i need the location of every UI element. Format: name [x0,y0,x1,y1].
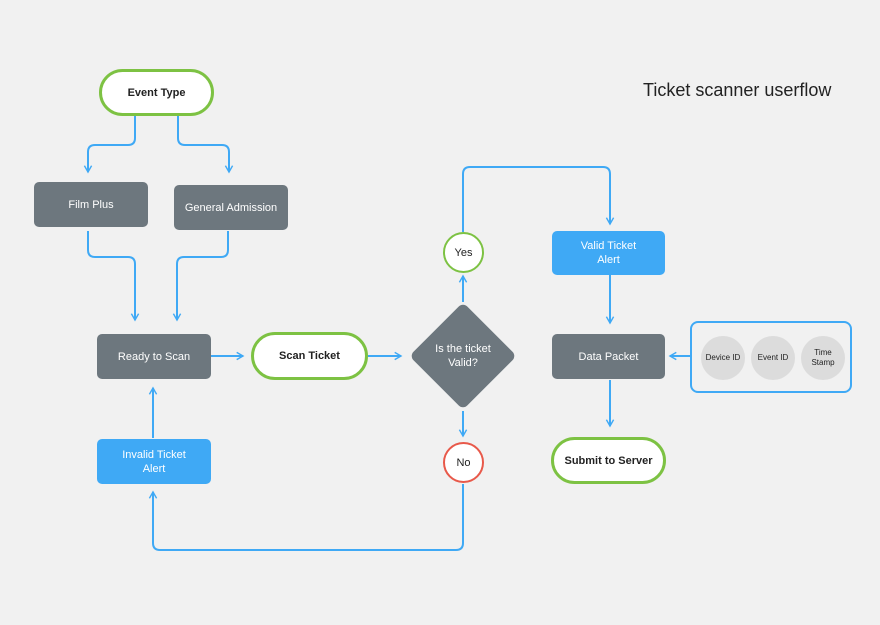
diagram-title: Ticket scanner userflow [643,80,832,100]
submit-to-server-node: Submit to Server [551,437,666,484]
connector-no-to-invalid [148,484,464,551]
yes-node: Yes [443,232,484,273]
device-id-chip: Device ID [701,336,745,380]
scan-ticket-node: Scan Ticket [251,332,368,380]
general-admission-node: General Admission [174,185,288,230]
ticket-valid-decision: Is the ticket Valid? [409,302,517,410]
event-id-chip: Event ID [751,336,795,380]
invalid-ticket-alert-node: Invalid Ticket Alert [97,439,211,484]
connector-general-to-ready [172,231,229,322]
connector-film-to-ready [87,231,140,322]
connector-event-to-general [177,116,234,174]
invalid-alert-line-1: Invalid Ticket [122,448,186,461]
time-stamp-chip: Time Stamp [801,336,845,380]
time-stamp-line-2: Stamp [811,358,835,367]
decision-label: Is the ticket Valid? [410,303,516,409]
time-stamp-line-1: Time [814,348,832,357]
decision-label-line-2: Valid? [448,357,478,369]
connector-event-to-film [83,116,136,174]
no-node: No [443,442,484,483]
decision-label-line-1: Is the ticket [435,343,491,355]
packet-fields-group: Device ID Event ID Time Stamp [690,321,852,393]
valid-alert-line-2: Alert [597,254,620,266]
film-plus-node: Film Plus [34,182,148,227]
invalid-alert-line-2: Alert [142,462,166,475]
connector-yes-to-valid [462,166,615,232]
event-type-node: Event Type [99,69,214,116]
data-packet-node: Data Packet [552,334,665,379]
valid-ticket-alert-node: Valid Ticket Alert [552,231,665,275]
valid-alert-line-1: Valid Ticket [580,240,637,252]
ready-to-scan-node: Ready to Scan [97,334,211,379]
